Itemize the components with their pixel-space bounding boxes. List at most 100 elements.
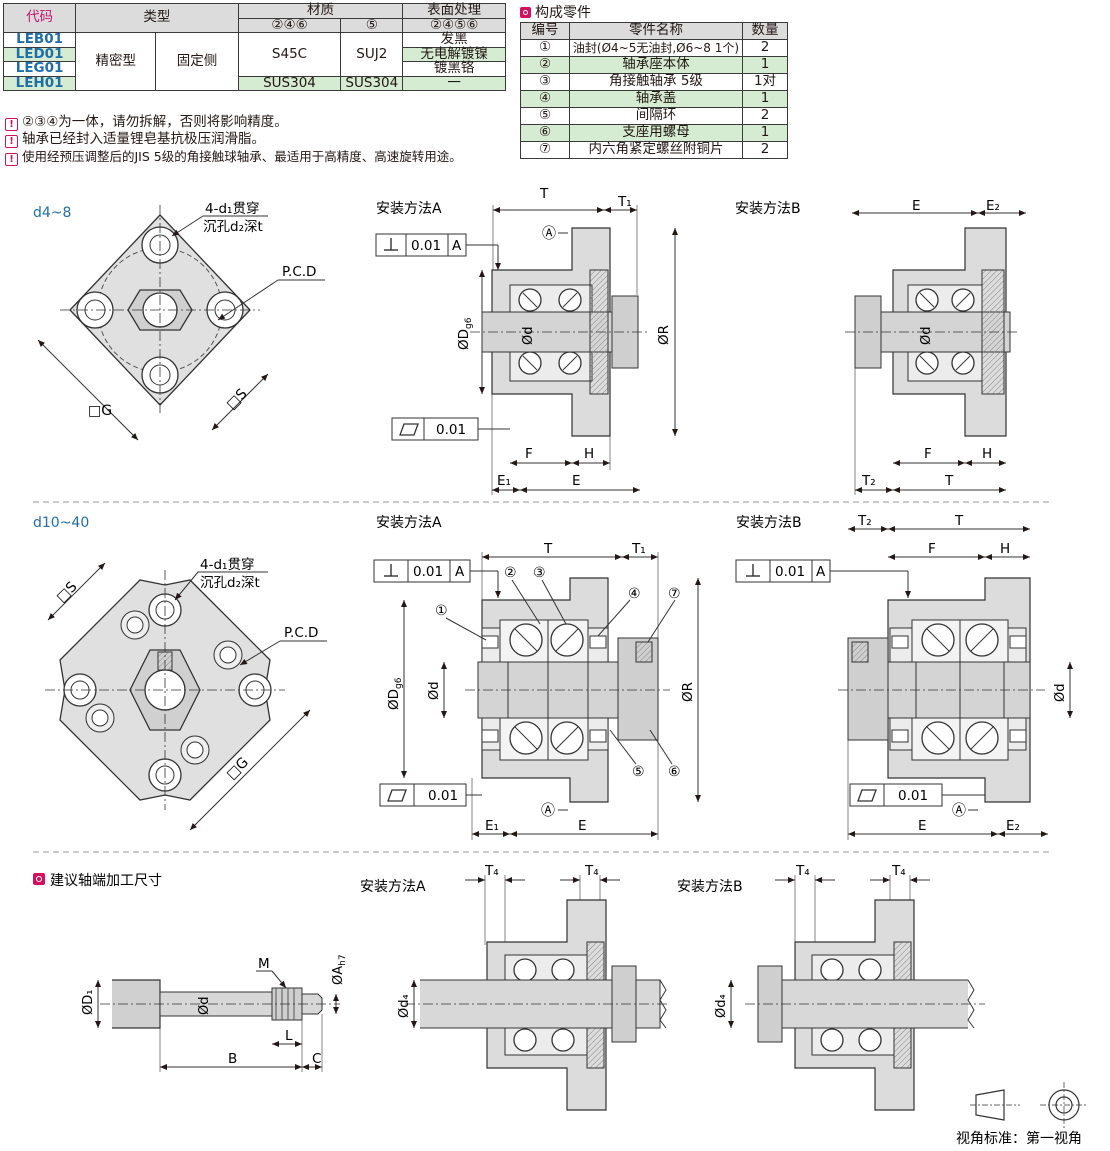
surface-cell: 镀黑铬 bbox=[402, 61, 506, 77]
dim-d4: Ød₄ bbox=[397, 994, 412, 1018]
flange-view-large: d10~40 4-d₁贯穿 沉孔d₂深t P.C.D □S □G bbox=[33, 515, 327, 831]
part-name: 内六角紧定螺丝附铜片 bbox=[569, 141, 743, 159]
callout-1: ① bbox=[435, 603, 448, 619]
th-surface: 表面处理 bbox=[402, 3, 506, 19]
mat-s45c: S45C bbox=[237, 32, 342, 77]
first-angle-projection-icon bbox=[970, 1082, 1088, 1128]
dim-d: Ød bbox=[1053, 684, 1068, 702]
th-mat-a: ②④⑥ bbox=[237, 17, 342, 33]
shaft-end-drawing: 建议轴端加工尺寸 ØD₁ Ød M ØAh7 L B C bbox=[33, 873, 348, 1072]
callout-7: ⑦ bbox=[668, 586, 681, 602]
dim-H: H bbox=[1000, 541, 1010, 557]
dim-E: E bbox=[572, 473, 581, 489]
dim-T4: T₄ bbox=[584, 863, 599, 879]
note-item: !轴承已经封入适量锂皂基抗极压润滑脂。 bbox=[5, 131, 462, 148]
part-name: 轴承座本体 bbox=[569, 56, 743, 74]
G-dim: □G bbox=[88, 403, 112, 419]
tol-flat: 0.01 bbox=[898, 788, 928, 804]
type-fixed: 固定侧 bbox=[155, 32, 239, 91]
note-item: !使用经预压调整后的JIS 5级的角接触球轴承、最适用于高精度、高速旋转用途。 bbox=[5, 148, 462, 166]
datum-label: A bbox=[816, 564, 826, 580]
counterbore-label: 沉孔d₂深t bbox=[203, 219, 263, 235]
dim-T2: T₂ bbox=[857, 513, 872, 529]
warning-icon: ! bbox=[5, 118, 18, 131]
code-cell: LEG01 bbox=[2, 61, 77, 77]
datum-a-marker: Ⓐ bbox=[541, 803, 555, 819]
method-a-label: 安装方法A bbox=[376, 515, 442, 531]
dim-H: H bbox=[982, 446, 992, 462]
method-b-small: 安装方法B E E₂ Ød F H T₂ T bbox=[735, 198, 1026, 495]
dim-B: B bbox=[228, 1051, 237, 1067]
dim-F: F bbox=[924, 446, 932, 462]
datum-a-marker: Ⓐ bbox=[952, 803, 966, 819]
tol-perp: 0.01 bbox=[775, 564, 805, 580]
dim-D1: ØD₁ bbox=[81, 990, 96, 1015]
mat-suj2: SUJ2 bbox=[340, 32, 404, 77]
method-a-large: 安装方法A 0.01 A T T₁ ① ② ③ ④ bbox=[373, 515, 701, 840]
dim-T1: T₁ bbox=[617, 194, 632, 210]
mat-sus304-a: SUS304 bbox=[237, 75, 342, 91]
th-mat-b: ⑤ bbox=[340, 17, 404, 33]
dim-H: H bbox=[584, 446, 594, 462]
dim-T4: T₄ bbox=[795, 863, 810, 879]
warning-icon: ! bbox=[5, 135, 18, 148]
code-cell: LEH01 bbox=[2, 75, 77, 91]
dim-d: Ød bbox=[919, 327, 934, 345]
callout-2: ② bbox=[504, 565, 517, 581]
dim-F: F bbox=[928, 541, 936, 557]
dim-T1: T₁ bbox=[631, 541, 646, 557]
part-qty: 2 bbox=[742, 107, 788, 125]
spec-table: 代码 类型 材质 表面处理 ②④⑥ ⑤ ②④⑤⑥ LEB01 精密型 固定侧 S… bbox=[2, 3, 506, 91]
method-b-label: 安装方法B bbox=[735, 201, 801, 217]
size-label: d4~8 bbox=[33, 205, 71, 221]
dim-T: T bbox=[539, 186, 549, 202]
section-marker-icon bbox=[520, 7, 531, 18]
shaft-method-b: 安装方法B T₄ T₄ Ød₄ bbox=[677, 863, 985, 1111]
counterbore-label: 沉孔d₂深t bbox=[200, 575, 260, 591]
dim-d4: Ød₄ bbox=[714, 994, 729, 1018]
shaft-method-a: 安装方法A T₄ T₄ Ød₄ bbox=[360, 863, 670, 1111]
parts-title: 构成零件 bbox=[520, 2, 591, 22]
dim-E: E bbox=[912, 198, 921, 214]
tol-perp: 0.01 bbox=[413, 564, 443, 580]
tol-flat: 0.01 bbox=[436, 422, 466, 438]
part-qty: 1对 bbox=[742, 73, 788, 91]
warning-icon: ! bbox=[5, 153, 18, 166]
section-marker-icon bbox=[33, 873, 45, 885]
type-precision: 精密型 bbox=[75, 32, 157, 91]
dim-d: Ød bbox=[197, 997, 212, 1015]
callout-3: ③ bbox=[533, 565, 546, 581]
method-a-label: 安装方法A bbox=[360, 879, 426, 895]
dim-E1: E₁ bbox=[497, 473, 511, 489]
note-item: !②③④为一体，请勿拆解，否则将影响精度。 bbox=[5, 114, 462, 131]
dim-E2: E₂ bbox=[986, 198, 1000, 214]
th-code: 代码 bbox=[2, 3, 77, 33]
method-a-label: 安装方法A bbox=[376, 201, 442, 217]
dim-R: ØR bbox=[656, 325, 672, 345]
dim-E: E bbox=[578, 818, 587, 834]
dim-E: E bbox=[918, 818, 927, 834]
dim-T4: T₄ bbox=[891, 863, 906, 879]
dim-Dg6: ØDg6 bbox=[386, 677, 404, 710]
datum-a-marker: Ⓐ bbox=[542, 226, 556, 242]
method-b-label: 安装方法B bbox=[677, 879, 743, 895]
callout-5: ⑤ bbox=[632, 764, 645, 780]
part-qty: 1 bbox=[742, 124, 788, 142]
dim-T4: T₄ bbox=[484, 863, 499, 879]
dim-d: Ød bbox=[427, 682, 442, 700]
tol-flat: 0.01 bbox=[428, 788, 458, 804]
dim-C: C bbox=[312, 1051, 321, 1067]
method-b-large: 安装方法B T₂ T F H 0.01 A Ød bbox=[735, 513, 1073, 840]
hole-label: 4-d₁贯穿 bbox=[205, 201, 259, 217]
datum-label: A bbox=[452, 238, 462, 254]
mat-sus304-b: SUS304 bbox=[340, 75, 404, 91]
shaft-title: 建议轴端加工尺寸 bbox=[50, 873, 162, 889]
pcd-label: P.C.D bbox=[284, 625, 318, 641]
dim-Dg6: ØDg6 bbox=[456, 317, 474, 350]
note-list: !②③④为一体，请勿拆解，否则将影响精度。 !轴承已经封入适量锂皂基抗极压润滑脂… bbox=[5, 114, 462, 166]
part-qty: 2 bbox=[742, 141, 788, 159]
code-cell: LED01 bbox=[2, 46, 77, 62]
part-no: ③ bbox=[520, 73, 570, 91]
th-qty: 数量 bbox=[742, 22, 788, 40]
